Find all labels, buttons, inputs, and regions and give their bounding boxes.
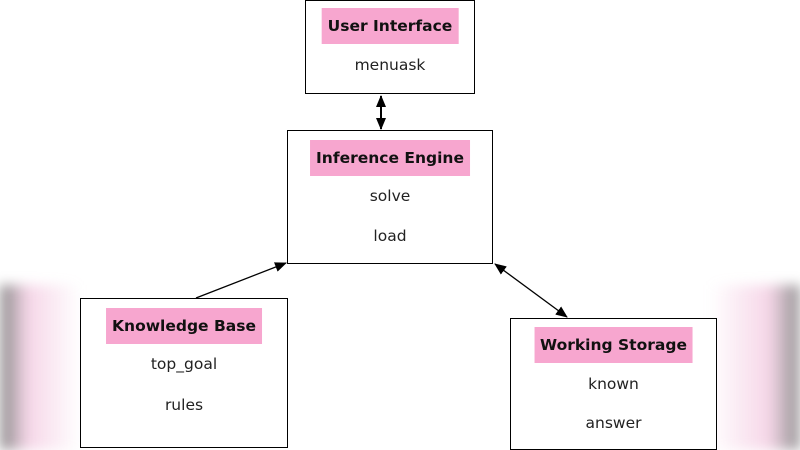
connector-kb-ie: [195, 262, 287, 299]
inference-engine-item-solve: solve: [369, 187, 411, 205]
knowledge-base-item-top-goal: top_goal: [150, 355, 218, 373]
inference-engine-item-load: load: [373, 227, 407, 245]
working-storage-title: Working Storage: [534, 327, 693, 363]
knowledge-base-title: Knowledge Base: [106, 308, 262, 344]
user-interface-box: User Interface menuask: [305, 0, 475, 94]
working-storage-item-known: known: [588, 375, 639, 393]
inference-engine-title: Inference Engine: [310, 140, 470, 176]
connector-ie-ws: [494, 263, 568, 318]
user-interface-title: User Interface: [321, 8, 459, 44]
working-storage-box: Working Storage known answer: [510, 318, 717, 450]
inference-engine-box: Inference Engine solve load: [287, 130, 493, 264]
knowledge-base-box: Knowledge Base top_goal rules: [80, 298, 288, 448]
user-interface-item-menuask: menuask: [354, 56, 426, 74]
working-storage-item-answer: answer: [585, 414, 642, 432]
knowledge-base-item-rules: rules: [164, 396, 204, 414]
